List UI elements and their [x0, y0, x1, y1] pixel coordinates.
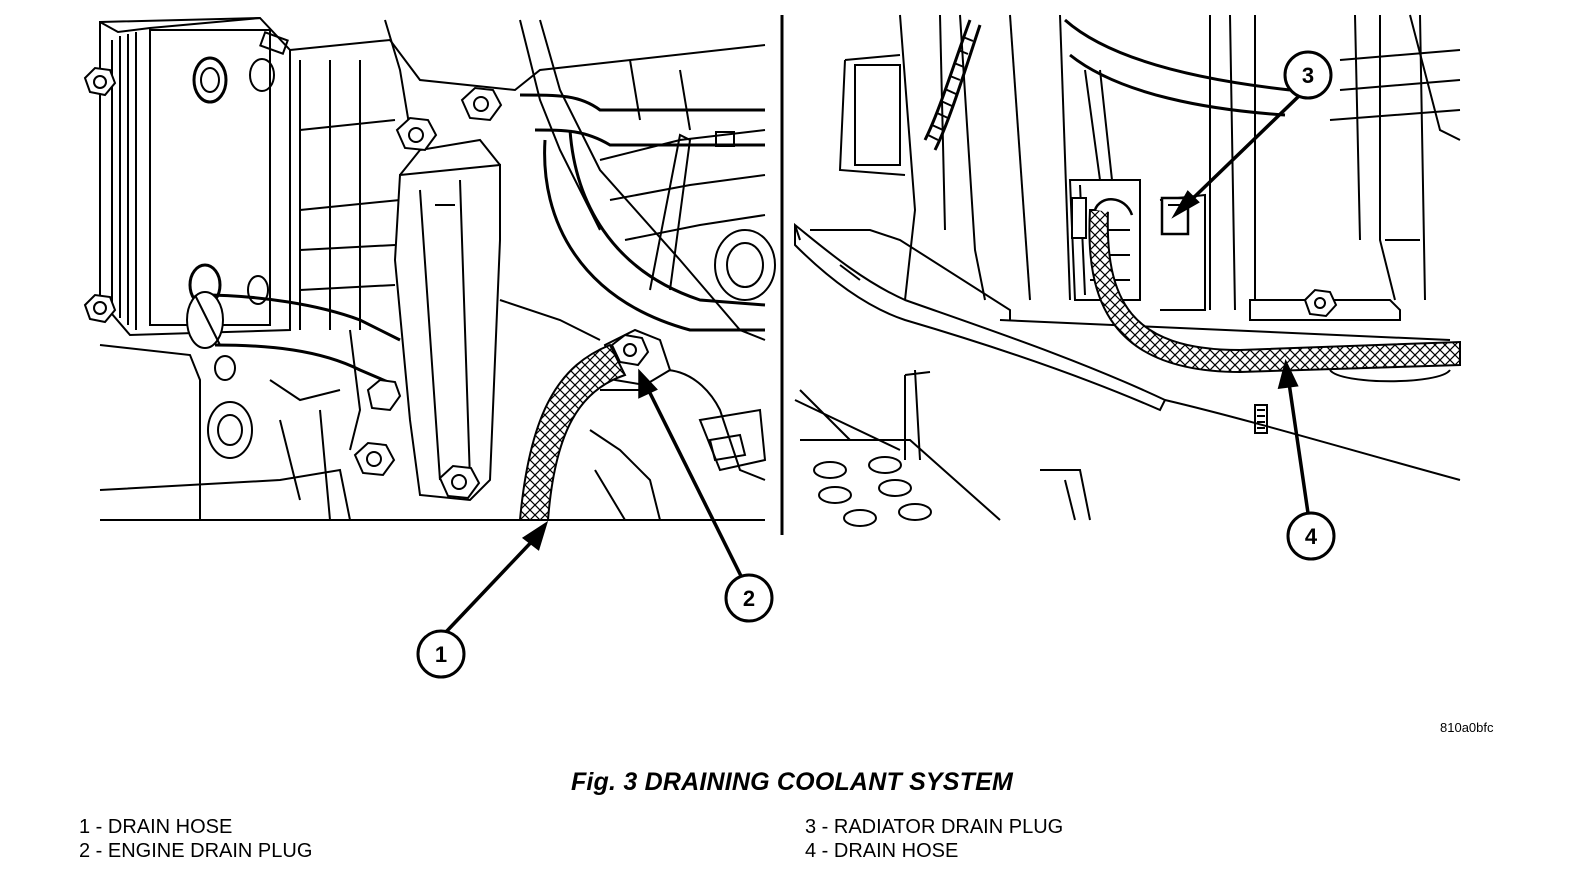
bolt-icon [395, 116, 438, 152]
svg-text:4: 4 [1305, 524, 1318, 549]
callout-1: 1 [416, 629, 466, 679]
svg-text:1: 1 [435, 642, 447, 667]
drain-hose-4 [1088, 209, 1461, 374]
callout-2: 2 [724, 573, 774, 623]
bolt-icon [460, 86, 503, 122]
figure-caption: Fig. 3 DRAINING COOLANT SYSTEM [570, 768, 1014, 796]
bolt-icon [438, 464, 481, 500]
legend-item: 4 - DRAIN HOSE [805, 840, 959, 862]
legend-item: 2 - ENGINE DRAIN PLUG [79, 840, 313, 862]
legend-item: 3 - RADIATOR DRAIN PLUG [805, 816, 1064, 838]
radiator-panel [794, 14, 1461, 527]
svg-text:2: 2 [743, 586, 755, 611]
figure-id: 810a0bfc [1440, 720, 1494, 735]
bolt-icon [83, 66, 117, 97]
legend-left: 1 - DRAIN HOSE 2 - ENGINE DRAIN PLUG [79, 815, 312, 863]
callout-arrows [444, 93, 1310, 634]
legend-right: 3 - RADIATOR DRAIN PLUG 4 - DRAIN HOSE [805, 815, 1063, 863]
bolt-icon [353, 441, 396, 477]
drain-hose-1 [518, 343, 627, 521]
vent-holes [813, 456, 932, 527]
bolt-icon [1303, 288, 1338, 318]
bolt-icon [83, 293, 117, 324]
bolt-icon [366, 378, 402, 412]
engine-panel [83, 16, 776, 521]
callout-3: 3 [1283, 50, 1333, 100]
svg-text:3: 3 [1302, 63, 1314, 88]
legend-item: 1 - DRAIN HOSE [79, 816, 233, 838]
callout-4: 4 [1286, 511, 1336, 561]
